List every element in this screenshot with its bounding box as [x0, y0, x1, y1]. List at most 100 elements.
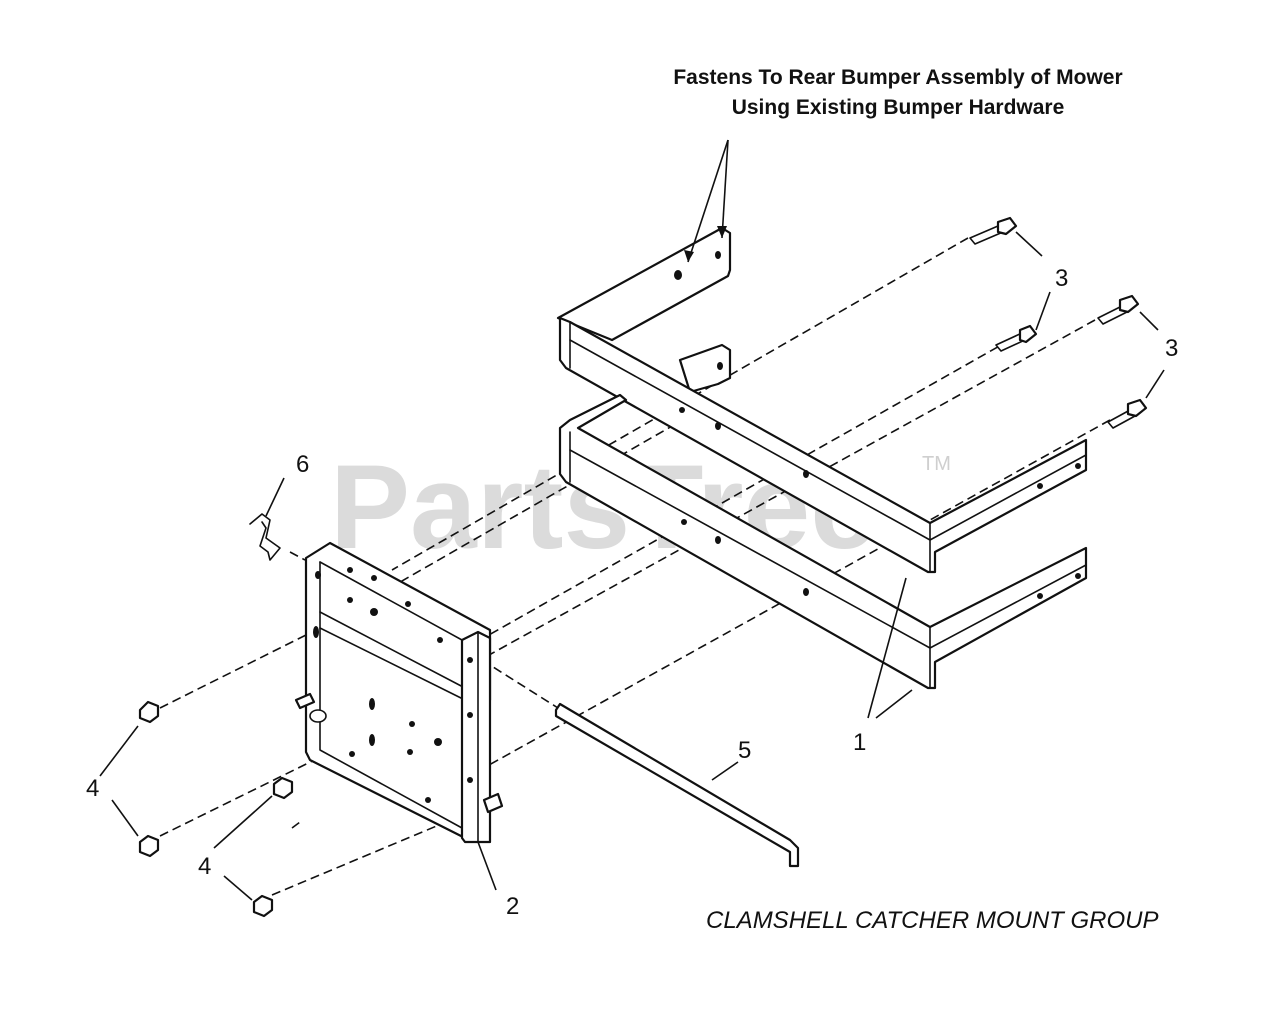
hex-nut — [272, 776, 294, 800]
callout-1: 1 — [853, 729, 866, 756]
bracket-hole — [674, 270, 682, 280]
arrow-head — [717, 226, 727, 238]
diagram-caption: CLAMSHELL CATCHER MOUNT GROUP — [706, 907, 1159, 934]
bolts — [969, 216, 1148, 429]
callout-3: 3 — [1165, 335, 1178, 362]
leader-line — [265, 477, 285, 517]
callout-6: 6 — [296, 451, 309, 478]
leader-line — [1139, 311, 1159, 331]
assembly-line — [289, 551, 306, 561]
hex-nuts — [138, 700, 294, 918]
leader-lines — [99, 139, 1165, 901]
plate-hole — [405, 601, 411, 607]
hex-nut — [138, 834, 160, 858]
leader-line — [1145, 369, 1165, 399]
hex-nut — [138, 700, 160, 724]
callout-4: 4 — [86, 775, 99, 802]
plate-hole — [467, 657, 473, 663]
plate-hole — [437, 637, 443, 643]
mount-plate — [294, 541, 504, 844]
plate-hole — [407, 749, 413, 755]
bracket-hole — [715, 536, 721, 544]
assembly-note: Fastens To Rear Bumper Assembly of Mower… — [673, 66, 1122, 119]
mount-plate-edge — [319, 561, 463, 829]
arrow-heads — [684, 226, 727, 262]
leader-line — [711, 761, 739, 781]
bracket-hole — [803, 470, 809, 478]
bracket-hole — [1075, 573, 1081, 579]
bracket-hole — [681, 519, 687, 525]
plate-hole — [347, 567, 353, 573]
mount-boss — [309, 709, 327, 723]
callout-2: 2 — [506, 893, 519, 920]
bracket-hole — [717, 362, 723, 370]
leader-line — [1035, 291, 1051, 331]
bracket-hole — [715, 422, 721, 430]
bracket-hole — [1075, 463, 1081, 469]
assembly-line — [479, 419, 1111, 771]
bracket-hole — [679, 407, 685, 413]
plate-hole — [371, 575, 377, 581]
hairpin-clip — [249, 513, 281, 561]
mount-plate-side — [460, 630, 492, 844]
leader-line — [721, 139, 729, 239]
plate-hole — [467, 777, 473, 783]
callout-4: 4 — [198, 853, 211, 880]
leader-line — [875, 689, 913, 719]
callout-3: 3 — [1055, 265, 1068, 292]
bracket-hole — [715, 251, 721, 259]
hairpin-clip-shape — [249, 513, 281, 561]
leader-line — [477, 841, 497, 891]
note-line-1: Fastens To Rear Bumper Assembly of Mower — [673, 66, 1122, 89]
plate-hole — [349, 751, 355, 757]
bracket-upper-body — [558, 316, 1088, 574]
mount-pin — [482, 792, 504, 814]
arrow-head — [684, 250, 694, 262]
plate-hole — [315, 571, 321, 579]
mount-plate-edge — [319, 611, 466, 689]
leader-line — [99, 725, 139, 777]
plate-hole — [370, 608, 378, 616]
bolt — [969, 216, 1018, 245]
plate-slot — [313, 626, 319, 638]
l-rod-body — [554, 702, 800, 868]
plate-hole — [409, 721, 415, 727]
bracket-hole — [1037, 593, 1043, 599]
assembly-line — [481, 659, 559, 709]
bracket-lower-body — [558, 393, 1088, 690]
assembly-line — [291, 821, 301, 829]
bracket-upper-tab — [556, 226, 732, 342]
bolt — [995, 324, 1038, 352]
plate-hole — [467, 712, 473, 718]
note-line-2: Using Existing Bumper Hardware — [732, 96, 1065, 119]
mount-plate-edge — [319, 627, 466, 701]
bumper-bracket-lower — [558, 393, 1088, 690]
leader-line — [687, 139, 729, 263]
hex-nut — [252, 894, 274, 918]
l-rod — [554, 702, 800, 868]
leader-line — [867, 577, 907, 719]
assembly-line — [391, 237, 969, 571]
assembly-line — [479, 339, 1011, 641]
bolt — [1107, 398, 1148, 429]
bracket-upper-rear-tab — [678, 343, 732, 394]
leader-line — [223, 875, 253, 901]
mount-pin — [294, 692, 316, 710]
leader-line — [213, 795, 273, 849]
callouts: 3 3 1 6 5 4 4 2 — [86, 265, 1178, 920]
plate-hole — [347, 597, 353, 603]
bolt — [1097, 294, 1140, 325]
watermark-tm: TM — [922, 453, 951, 475]
leader-line — [1015, 231, 1043, 257]
plate-slot — [369, 734, 375, 746]
bracket-hole — [803, 588, 809, 596]
bracket-hole — [1037, 483, 1043, 489]
plate-hole — [425, 797, 431, 803]
callout-5: 5 — [738, 737, 751, 764]
leader-line — [111, 799, 139, 837]
plate-hole — [434, 738, 442, 746]
assembly-line — [271, 811, 471, 896]
plate-slot — [369, 698, 375, 710]
assembly-line — [159, 627, 321, 709]
